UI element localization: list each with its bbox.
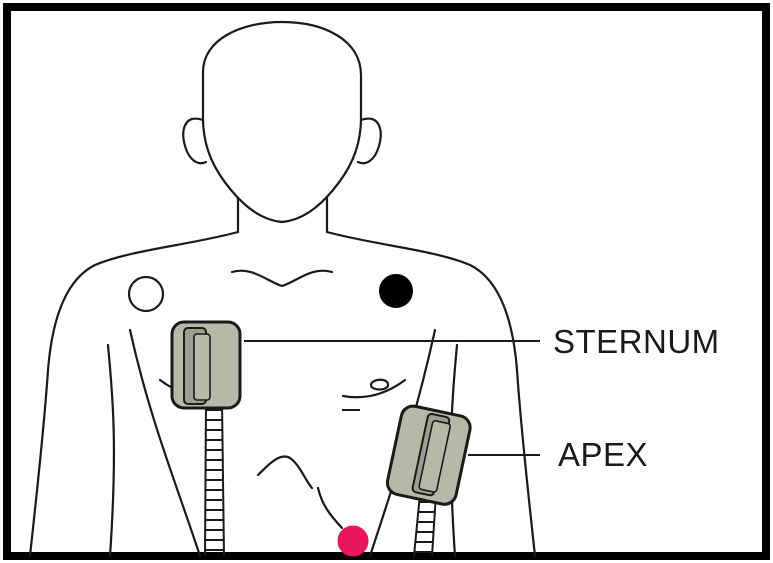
- left-shoulder-electrode: [380, 275, 412, 307]
- sternum-pad: [172, 322, 240, 408]
- apex-label: APEX: [558, 436, 648, 473]
- right-shoulder-electrode: [129, 277, 163, 311]
- abdomen-electrode: [338, 526, 368, 556]
- sternum-label: STERNUM: [553, 323, 720, 360]
